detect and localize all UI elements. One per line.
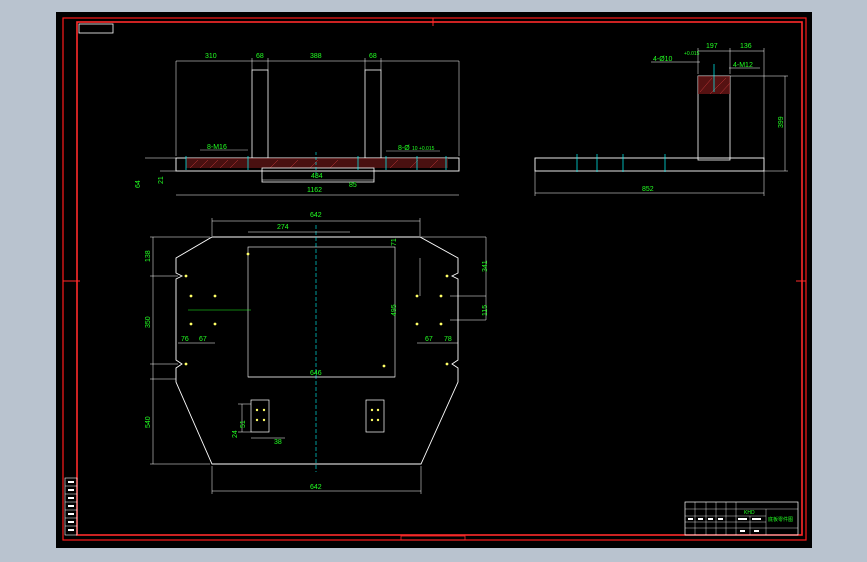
dim-side-399: 399 [778,116,785,128]
dim-plan-495: 495 [391,304,398,316]
title-block [684,501,799,536]
dim-front-21: 21 [158,176,165,184]
dim-front-68b: 68 [369,53,377,60]
dim-plan-341: 341 [482,260,489,272]
title-block-label-a: KHD [744,510,755,516]
inner-frame [76,21,803,536]
dim-plan-138: 138 [145,250,152,262]
dim-front-68a: 68 [256,53,264,60]
callout-4-m12: 4-M12 [733,62,753,69]
dim-side-136: 136 [740,43,752,50]
dim-plan-67b: 67 [425,336,433,343]
dim-plan-78: 78 [444,336,452,343]
drawing-background [56,12,812,548]
dim-plan-51: 51 [240,420,247,428]
drawing-number-box [78,23,114,34]
callout-4-dia10-tol: +0.015 [684,51,700,57]
dim-plan-76: 76 [181,336,189,343]
side-view [534,48,788,196]
dim-plan-350: 350 [145,316,152,328]
revision-strip [64,477,78,536]
plan-view [150,218,487,494]
dim-side-852: 852 [642,186,654,193]
dim-front-484: 484 [311,173,323,180]
dim-plan-71: 71 [391,238,398,246]
dim-plan-540: 540 [145,416,152,428]
dim-front-388: 388 [310,53,322,60]
dim-side-197: 197 [706,43,718,50]
dim-front-310: 310 [205,53,217,60]
dim-plan-642-top: 642 [310,212,322,219]
dim-plan-38: 38 [274,439,282,446]
dim-plan-24: 24 [232,430,239,438]
dim-front-1162: 1162 [307,187,322,194]
dim-front-85: 85 [349,182,357,189]
dim-plan-274: 274 [277,224,289,231]
dim-plan-646: 646 [310,370,322,377]
callout-4-dia10: 4-Ø10 [653,56,673,63]
dim-plan-115: 115 [482,305,489,316]
callout-8-dia: 8-Ø [398,145,410,152]
dim-plan-67a: 67 [199,336,207,343]
dim-plan-642-bottom: 642 [310,484,322,491]
callout-8-m16: 8-M16 [207,144,227,151]
front-view [145,58,460,196]
dim-front-64: 64 [135,180,142,188]
title-block-label-b: 底板零件图 [768,516,793,523]
callout-8-dia-tol: 10 +0.015 [412,146,435,152]
